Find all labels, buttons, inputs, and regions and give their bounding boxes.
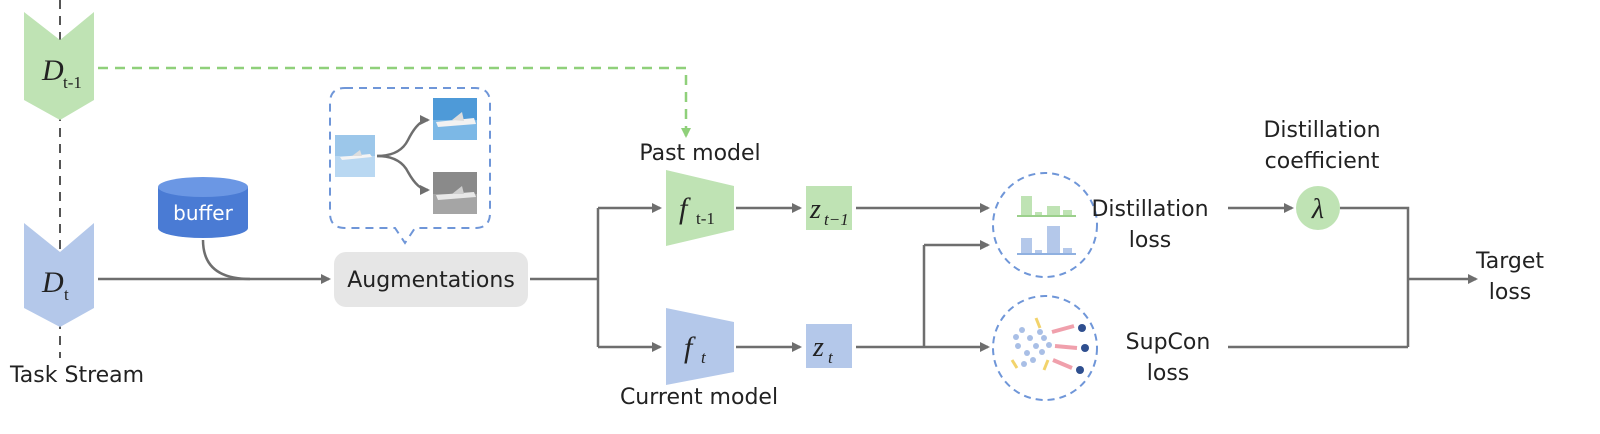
augmentation-bubble [329, 87, 491, 245]
source-airplane-image [335, 135, 375, 177]
lambda-node: λ [1296, 186, 1340, 230]
past-histogram [1017, 196, 1076, 217]
current-embedding-sub: t [828, 348, 834, 367]
distillation-loss-line2: loss [1129, 228, 1172, 253]
lambda-out-line [1340, 206, 1410, 347]
past-embedding-sub: t−1 [824, 210, 849, 229]
cur-domain-base: D [41, 266, 64, 299]
current-model-label: Current model [620, 385, 778, 410]
prev-domain-chevron: D t-1 [24, 12, 94, 120]
prev-domain-sub: t-1 [63, 73, 82, 92]
coefficient-line2: coefficient [1265, 149, 1380, 174]
augmentations-label: Augmentations [347, 268, 515, 293]
augmentations-box: Augmentations [334, 252, 528, 307]
supcon-loss-line1: SupCon [1126, 330, 1211, 355]
supcon-points [1010, 317, 1089, 374]
cur-domain-sub: t [64, 285, 69, 304]
target-loss-line2: loss [1489, 280, 1532, 305]
past-embedding-box: z t−1 [806, 186, 852, 230]
past-model-encoder: f t-1 [666, 170, 734, 246]
supcon-circle [992, 295, 1098, 401]
current-embedding-box: z t [806, 324, 852, 368]
coefficient-line1: Distillation [1263, 118, 1380, 143]
augment-branch-down [376, 154, 430, 195]
past-model-sub: t-1 [696, 209, 715, 228]
past-model-label: Past model [639, 141, 760, 166]
gray-augmented-image [433, 172, 477, 214]
past-embedding-base: z [809, 194, 821, 225]
distillation-loss-line1: Distillation [1091, 197, 1208, 222]
buffer-label: buffer [173, 201, 233, 225]
prev-domain-base: D [41, 54, 64, 87]
augment-branch-up [376, 115, 430, 158]
distillation-circle [992, 172, 1098, 278]
buffer-connector [201, 239, 251, 281]
target-loss-line1: Target [1475, 249, 1544, 274]
current-model-encoder: f t [666, 308, 734, 385]
current-domain-chevron: D t [24, 223, 94, 327]
supcon-loss-line2: loss [1147, 361, 1190, 386]
task-stream-label: Task Stream [9, 363, 144, 388]
current-histogram [1017, 226, 1076, 255]
past-data-dashed-arrow [98, 66, 691, 138]
color-augmented-image [433, 98, 477, 140]
buffer-cylinder: buffer [158, 177, 248, 238]
current-model-sub: t [701, 348, 707, 367]
current-embedding-base: z [812, 332, 824, 363]
lambda-symbol: λ [1311, 194, 1324, 225]
